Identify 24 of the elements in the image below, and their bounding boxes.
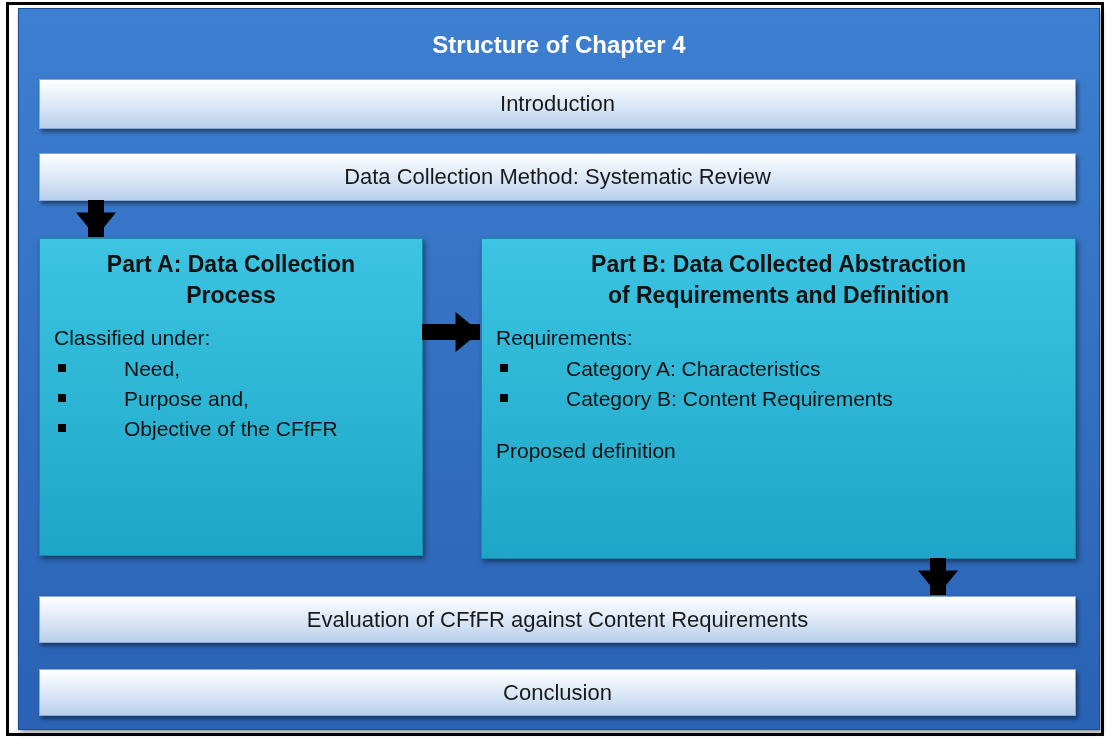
section-bar — [39, 596, 1076, 643]
list-item: Category B: Content Requirements — [566, 386, 893, 410]
section-title: Evaluation of CFfFR against Content Requirements — [306, 606, 809, 633]
section-bar — [39, 153, 1076, 201]
body-text: Proposed definition — [496, 438, 677, 465]
body-text: Classified under: — [54, 325, 212, 352]
part-box — [39, 238, 423, 556]
section-title: Introduction — [500, 91, 615, 117]
part-heading: Part B: Data Collected Abstraction of Requirements and Definition — [590, 250, 967, 311]
part-heading: Part A: Data Collection Process — [105, 250, 357, 311]
list-item: Need, — [124, 356, 181, 380]
arrow — [918, 558, 958, 595]
section-bar — [39, 79, 1076, 129]
section-title: Data Collection Method: Systematic Review — [344, 164, 771, 190]
list-item: Objective of the CFfFR — [124, 417, 338, 441]
list-item: Category A: Characteristics — [566, 356, 821, 380]
section-bar — [39, 669, 1076, 716]
arrow — [76, 200, 116, 237]
section-title: Conclusion — [503, 679, 612, 706]
list-item: Purpose and, — [124, 386, 249, 410]
arrow — [422, 312, 480, 352]
diagram-heading: Structure of Chapter 4 — [431, 31, 687, 59]
part-box — [481, 238, 1076, 559]
body-text: Requirements: — [496, 325, 634, 352]
